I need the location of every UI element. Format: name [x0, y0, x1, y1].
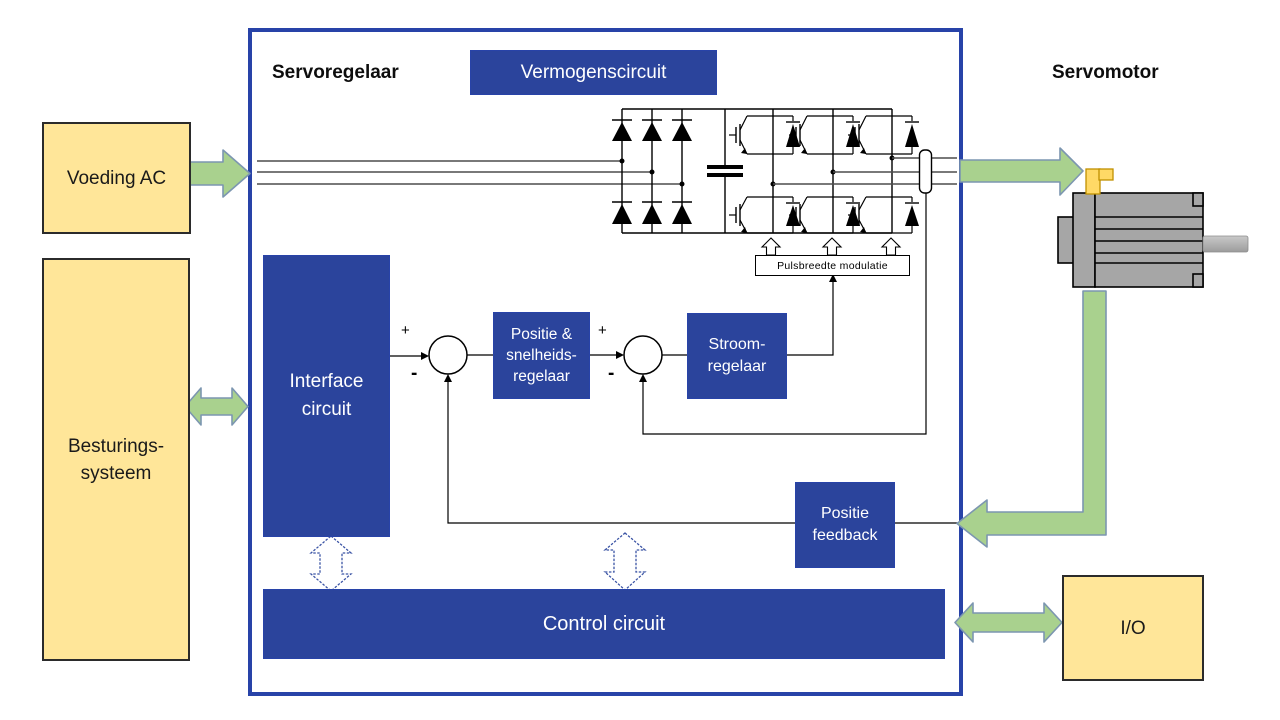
voeding-input-arrow	[186, 149, 251, 198]
voeding-ac-label: Voeding AC	[66, 167, 167, 189]
io-bidirectional-arrow	[954, 602, 1063, 643]
igbt-icon	[729, 115, 919, 234]
io-box: I/O	[1062, 575, 1204, 681]
pos-snel-label-line1: Positie &	[510, 326, 573, 343]
interface-circuit-box: Interface circuit	[263, 255, 390, 537]
stroom-label-line1: Stroom-	[708, 336, 766, 353]
besturings-label-line2: systeem	[80, 462, 152, 484]
sum2-plus-sign: +	[598, 322, 607, 339]
capacitor-icon	[707, 109, 743, 233]
interface-label-line1: Interface	[289, 371, 364, 392]
pos-fb-label-line2: feedback	[812, 527, 878, 544]
motor-shaft	[1202, 235, 1249, 253]
servoregelaar-label: Servoregelaar	[272, 62, 399, 83]
pulsbreedte-modulatie-box: Pulsbreedte modulatie	[755, 255, 910, 276]
servomotor-graphic	[1057, 168, 1249, 288]
interface-control-link-arrow-icon	[309, 535, 353, 592]
pwm-gate-arrow-icon	[760, 237, 902, 256]
stroomregelaar-box: Stroom- regelaar	[687, 313, 787, 399]
ac-input-wires	[257, 158, 685, 187]
power-bridge-schematic	[612, 108, 957, 234]
positie-snelheidsregelaar-box: Positie & snelheids- regelaar	[493, 312, 590, 399]
motor-power-arrow	[959, 147, 1084, 196]
besturings-bidirectional-arrow	[184, 387, 249, 426]
current-sensor-icon	[918, 149, 933, 194]
vermogenscircuit-header: Vermogenscircuit	[470, 50, 717, 95]
voeding-ac-box: Voeding AC	[42, 122, 191, 234]
interface-label-line2: circuit	[301, 399, 352, 420]
pos-fb-label-line1: Positie	[820, 505, 870, 522]
control-loop-wires	[388, 335, 687, 375]
sum1-plus-sign: +	[401, 322, 410, 339]
besturingssysteem-box: Besturings- systeem	[42, 258, 190, 661]
control-circuit-bar: Control circuit	[263, 589, 945, 659]
pwm-label: Pulsbreedte modulatie	[777, 259, 888, 272]
phase-output-wires	[770, 155, 957, 187]
vermogenscircuit-label: Vermogenscircuit	[520, 61, 667, 83]
io-label: I/O	[1120, 617, 1146, 639]
summing-junction-2	[623, 335, 663, 375]
positie-feedback-box: Positie feedback	[795, 482, 895, 568]
pos-snel-label-line3: regelaar	[513, 368, 570, 385]
servomotor-label: Servomotor	[1052, 62, 1159, 83]
loop-control-link-arrow-icon	[603, 532, 647, 591]
control-circuit-label: Control circuit	[542, 612, 666, 635]
position-feedback-arrow	[956, 290, 1107, 548]
besturings-label-line1: Besturings-	[67, 435, 165, 457]
sum2-minus-sign: -	[608, 363, 615, 384]
stroom-label-line2: regelaar	[707, 358, 767, 375]
motor-connector-icon	[1085, 168, 1114, 195]
sum1-minus-sign: -	[411, 363, 418, 384]
servoregelaar-frame	[248, 28, 963, 696]
pos-snel-label-line2: snelheids-	[506, 347, 577, 364]
rectifier-diode-icon	[612, 119, 692, 224]
summing-junction-1	[428, 335, 468, 375]
